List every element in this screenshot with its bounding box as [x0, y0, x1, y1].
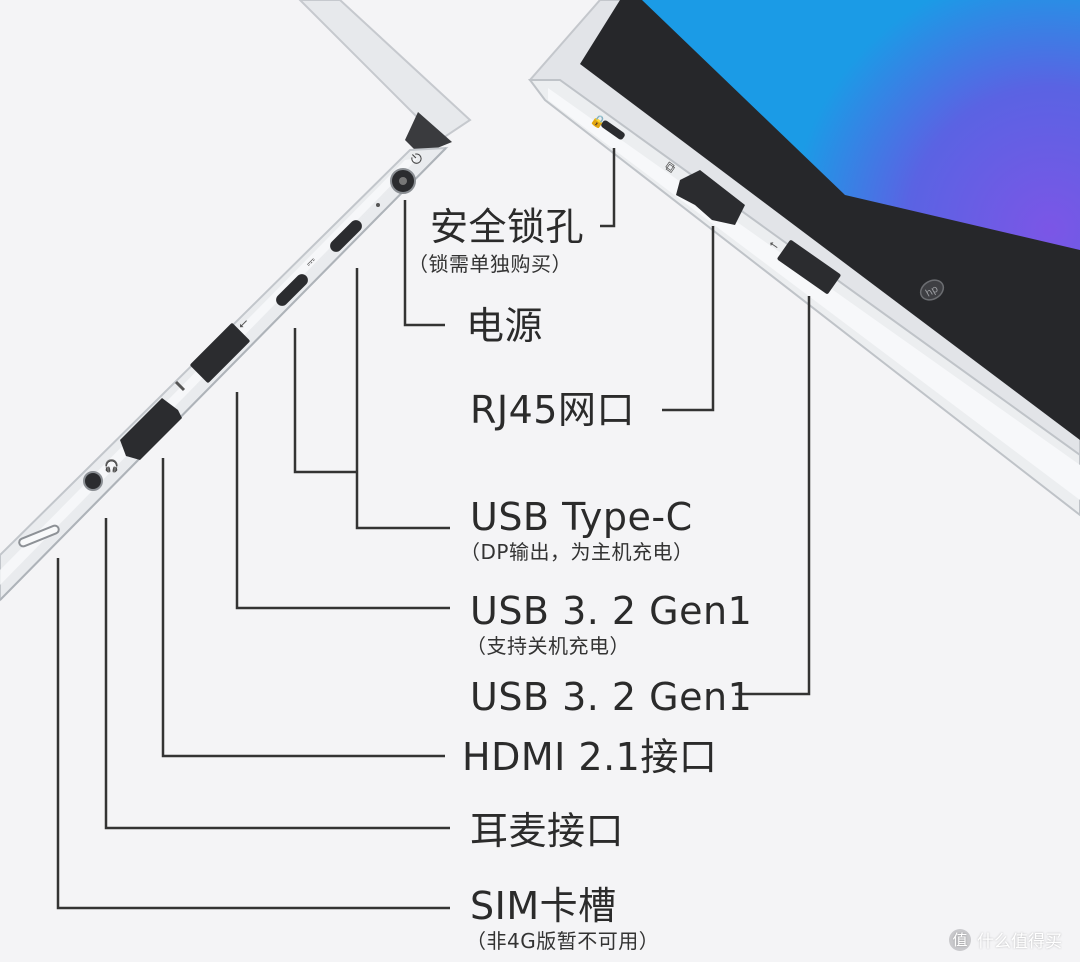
leader-usb32-left [235, 392, 450, 610]
label-sim: SIM卡槽 [470, 884, 617, 928]
label-usb32-right: USB 3. 2 Gen1 [470, 675, 753, 719]
label-usb-type-c-note: （DP输出，为主机充电） [460, 540, 694, 564]
leader-hdmi [161, 458, 445, 758]
label-rj45: RJ45网口 [470, 388, 635, 432]
leader-rj45 [662, 226, 715, 412]
usb-a-port-right [777, 240, 841, 294]
svg-text:hp: hp [924, 284, 940, 300]
leader-usb-c-1 [355, 268, 450, 530]
leader-usb32-right [735, 296, 811, 696]
usb-a-port [190, 323, 250, 383]
usb-c-port-2 [276, 274, 308, 306]
hp-logo-icon: hp [919, 279, 945, 301]
leader-usb-c-2 [293, 328, 357, 474]
label-security-lock-note: （锁需单独购买） [408, 252, 572, 276]
headset-icon: 🎧 [104, 459, 119, 473]
watermark-text: 什么值得买 [977, 932, 1062, 952]
left-laptop: ⏻ ⎓ ⭠ 🎧 [0, 0, 472, 602]
left-hinge [405, 112, 452, 155]
sim-slot [18, 524, 60, 548]
label-usb32-left-note: （支持关机充电） [466, 634, 630, 658]
label-audio: 耳麦接口 [470, 809, 625, 853]
leader-sim [56, 558, 450, 910]
label-hdmi: HDMI 2.1接口 [462, 735, 718, 779]
rj45-port [676, 170, 745, 225]
label-sim-note: （非4G版暂不可用） [466, 929, 660, 953]
leader-lines [56, 148, 811, 910]
leader-security-lock [600, 148, 616, 228]
hdmi-port [120, 398, 182, 460]
label-usb32-left: USB 3. 2 Gen1 [470, 589, 753, 633]
left-lid [298, 0, 472, 142]
right-laptop: hp 🔒 ⧉ ⭠ [528, 0, 1080, 517]
lock-slot [601, 120, 625, 140]
watermark: 值 什么值得买 [949, 927, 1062, 952]
usb-c-port-1 [330, 220, 362, 252]
audio-port [83, 471, 103, 491]
label-security-lock: 安全锁孔 [430, 205, 585, 249]
leader-power [403, 200, 445, 327]
label-power: 电源 [466, 304, 544, 348]
watermark-badge-icon: 值 [949, 928, 971, 951]
leader-audio [104, 518, 450, 830]
label-usb-type-c: USB Type-C [470, 495, 693, 539]
right-screen [642, 0, 1080, 250]
